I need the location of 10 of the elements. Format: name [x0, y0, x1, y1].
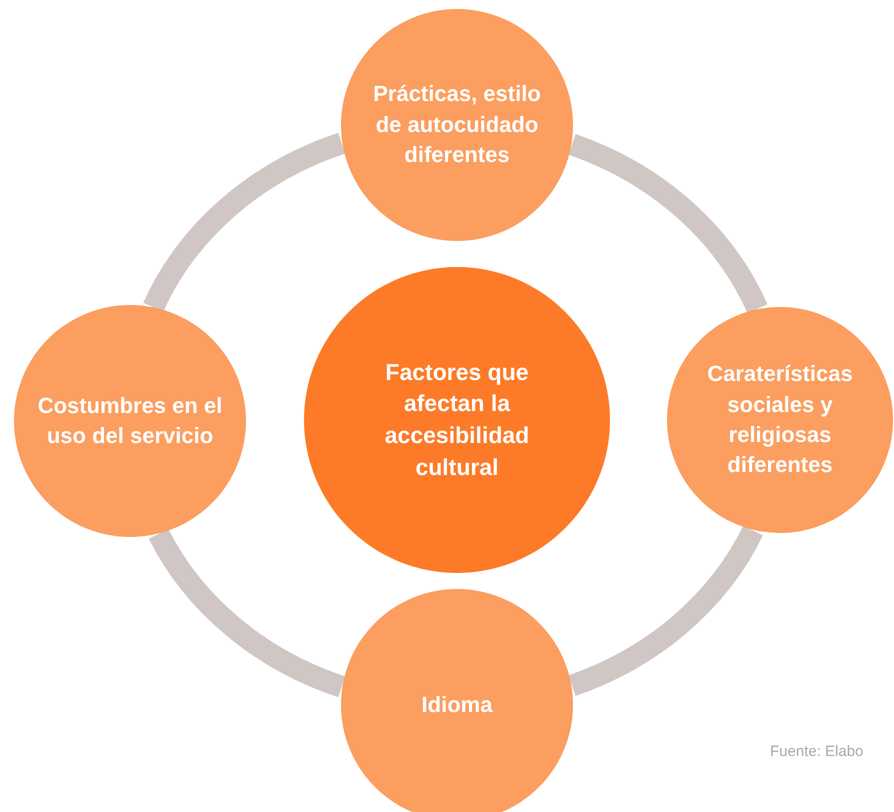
ring-arc-connector — [149, 528, 346, 698]
circle-label: Prácticas, estilo de autocuidado diferentes — [372, 80, 542, 170]
ring-arc-connector — [144, 132, 346, 312]
ring-arc-connector — [568, 525, 763, 696]
circle-label: Factores que afectan la accesibilidad cultural — [384, 358, 530, 482]
source-note: Fuente: Elabo — [770, 743, 864, 760]
circle-label: Caraterísticas sociales y religiosas diferentes — [706, 360, 854, 480]
ring-arc-connector — [568, 134, 768, 314]
circle-label: Idioma — [422, 690, 492, 719]
circle-label: Costumbres en el uso del servicio — [36, 392, 224, 450]
